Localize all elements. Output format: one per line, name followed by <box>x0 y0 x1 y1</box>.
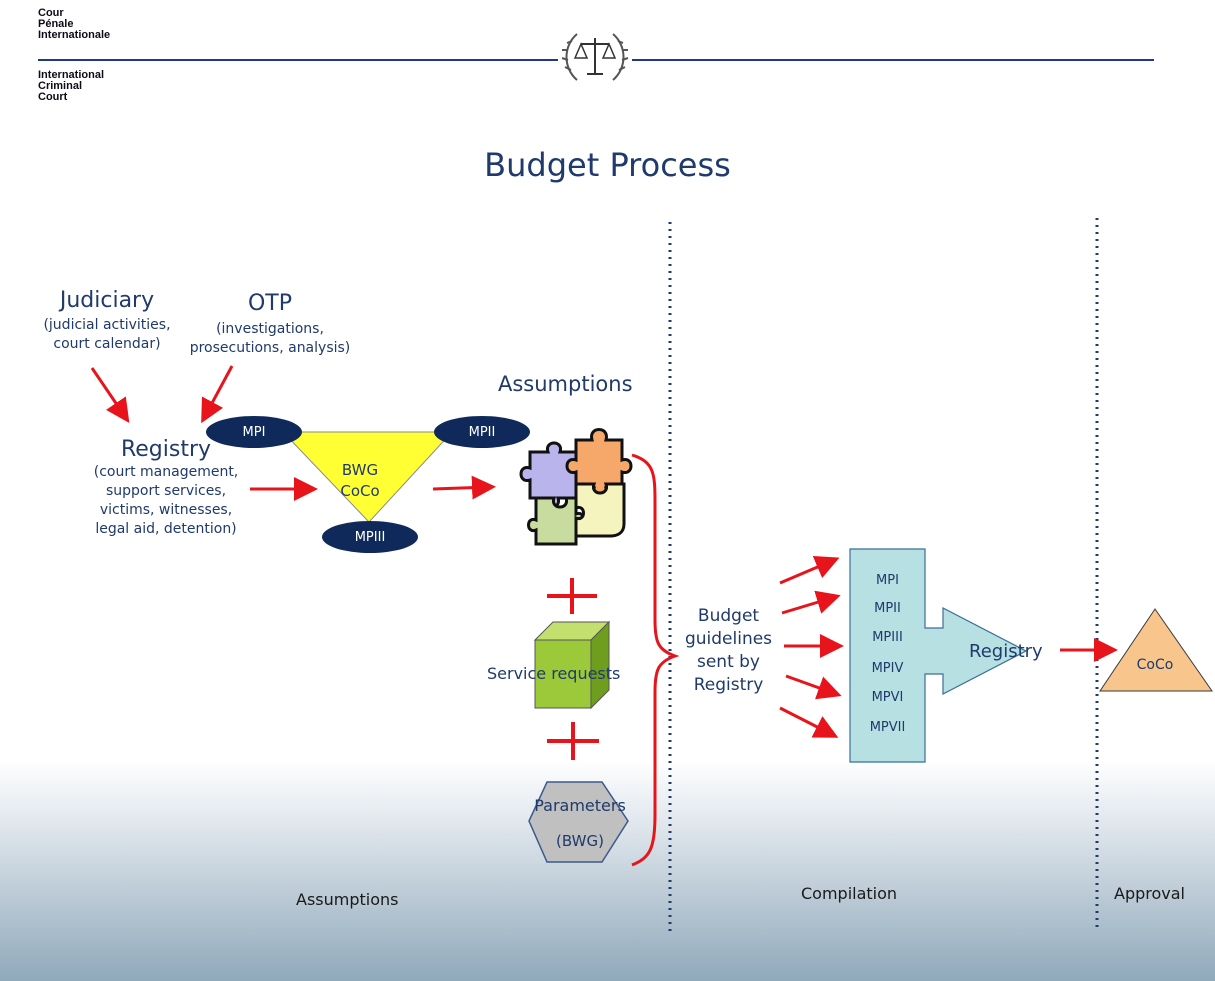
triangle-label-bwg: BWG <box>341 461 379 479</box>
oval-mpiii <box>322 521 418 553</box>
programme-item: MPIV <box>871 661 904 676</box>
programme-item: MPII <box>874 601 901 616</box>
otp-detail: (investigations, prosecutions, analysis) <box>189 321 351 356</box>
coco-label: CoCo <box>1136 657 1174 673</box>
otp-label: OTP <box>247 291 293 316</box>
puzzle-icon <box>519 428 633 546</box>
programme-item: MPVI <box>871 690 904 705</box>
org-name-english: International Criminal Court <box>38 69 105 103</box>
page-title: Budget Process <box>484 146 731 184</box>
judiciary-label: Judiciary <box>59 288 155 313</box>
bwg-coco-triangle <box>281 431 454 523</box>
header-rule-left <box>38 59 558 61</box>
arrow-to-programmes-1 <box>779 556 840 585</box>
arrow-to-programmes-5 <box>779 706 839 738</box>
arrow-to-programmes-4 <box>785 674 842 700</box>
programmes-block-arrow <box>849 548 1028 763</box>
parameters-label: Parameters <box>534 796 626 815</box>
oval-mpii <box>434 416 530 448</box>
oval-mpi-label: MPI <box>242 425 266 440</box>
oval-mpi <box>206 416 302 448</box>
judiciary-detail: (judicial activities, court calendar) <box>43 317 171 352</box>
oval-mpiii-label: MPIII <box>354 530 386 545</box>
coco-triangle <box>1099 608 1213 692</box>
oval-mpii-label: MPII <box>468 425 496 440</box>
registry-detail: (court management, support services, vic… <box>93 464 239 537</box>
arrow-to-programmes-2 <box>781 590 841 615</box>
icc-logo <box>561 28 629 88</box>
assumptions-heading: Assumptions <box>498 372 633 396</box>
programme-item: MPIII <box>872 630 903 645</box>
guidelines-label: Budget guidelines sent by Registry <box>684 606 773 695</box>
parameters-hexagon <box>528 781 629 863</box>
programme-item: MPVII <box>869 720 906 735</box>
programme-item: MPI <box>876 573 899 588</box>
section-label-approval: Approval <box>1114 884 1185 903</box>
section-label-compilation: Compilation <box>801 884 898 903</box>
arrow-bwg-to-assumptions <box>432 475 496 500</box>
compilation-registry-label: Registry <box>969 641 1043 662</box>
org-name-french: Cour Pénale Internationale <box>38 7 111 41</box>
arrow-judiciary-to-registry <box>90 367 130 423</box>
brace <box>631 453 680 867</box>
registry-label: Registry <box>120 437 212 462</box>
cube-icon <box>533 620 611 710</box>
parameters-sub-label: (BWG) <box>556 832 604 850</box>
service-requests-label: Service requests <box>487 664 621 683</box>
arrow-otp-to-registry <box>201 365 234 424</box>
triangle-label-coco: CoCo <box>340 482 380 500</box>
header-rule-right <box>632 59 1154 61</box>
section-label-assumptions: Assumptions <box>296 890 399 909</box>
